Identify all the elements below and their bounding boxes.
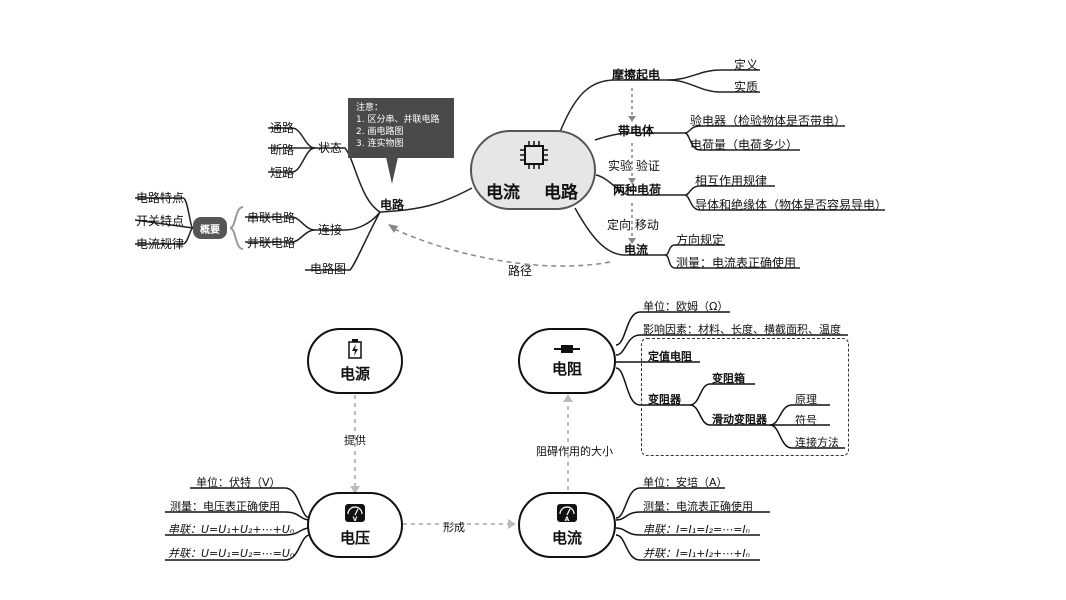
leaf-slide-item: 连接方法 xyxy=(795,436,839,449)
leaf-state-item: 短路 xyxy=(270,166,295,180)
overview-badge: 概要 xyxy=(193,217,227,239)
leaf-slide-rheostat: 滑动变阻器 xyxy=(712,413,767,426)
chip-icon xyxy=(520,141,548,169)
leaf-state-item: 通路 xyxy=(270,121,295,135)
leaf-resistance-item: 影响因素：材料、长度、横截面积、温度 xyxy=(643,323,841,336)
center-label-current: 电流 xyxy=(486,183,520,203)
edge-directed-move: 定向 移动 xyxy=(607,218,659,232)
leaf-slide-item: 原理 xyxy=(795,393,817,406)
edge-hinder: 阻碍作用的大小 xyxy=(536,445,613,458)
leaf-fixed-resistor: 定值电阻 xyxy=(648,350,692,363)
note-title: 注意： xyxy=(356,103,384,113)
leaf-connect-item: 并联电路 xyxy=(247,236,296,250)
resistor-types-box xyxy=(641,338,849,456)
node-power-source: 电源 xyxy=(307,328,403,394)
branch-current: 电流 xyxy=(624,243,649,257)
leaf-voltage-item: 测量：电压表正确使用 xyxy=(170,500,280,513)
leaf-connect-item: 串联电路 xyxy=(247,211,296,225)
node-label: 电源 xyxy=(339,364,370,383)
branch-two-charges: 两种电荷 xyxy=(613,183,662,197)
edge-provide: 提供 xyxy=(344,434,366,447)
svg-text:A: A xyxy=(565,516,570,523)
leaf-current-item: 测量：电流表正确使用 xyxy=(676,256,797,270)
branch-charged-body: 带电体 xyxy=(618,124,655,138)
edge-verify: 实验 验证 xyxy=(608,159,660,173)
leaf-overview-item: 开关特点 xyxy=(136,214,185,228)
resistor-icon xyxy=(554,344,580,353)
branch-connect: 连接 xyxy=(318,223,343,237)
battery-icon xyxy=(348,338,362,359)
node-resistance: 电阻 xyxy=(518,328,616,394)
ammeter-icon: A xyxy=(557,503,577,523)
leaf-voltage-item: 单位：伏特（V） xyxy=(196,476,281,489)
leaf-current-item: 测量：电流表正确使用 xyxy=(643,500,753,513)
leaf-overview-item: 电流规律 xyxy=(136,237,185,251)
leaf-friction-item: 定义 xyxy=(734,58,759,72)
leaf-state-item: 断路 xyxy=(270,143,295,157)
edge-form: 形成 xyxy=(443,521,465,534)
voltmeter-icon: V xyxy=(345,503,365,523)
center-node-current-circuit: 电流 电路 xyxy=(470,130,596,210)
leaf-friction-item: 实质 xyxy=(734,80,759,94)
leaf-current-item: 并联：I=I₁+I₂+⋯+Iₙ xyxy=(643,547,751,560)
node-current: A 电流 xyxy=(518,492,616,558)
branch-circuit-diagram: 电路图 xyxy=(310,262,347,276)
note-line: 3. 连实物图 xyxy=(356,139,404,149)
edge-path: 路径 xyxy=(508,264,533,278)
leaf-current-item: 串联：I=I₁=I₂=⋯=Iₙ xyxy=(643,523,751,536)
branch-circuit: 电路 xyxy=(380,198,405,212)
leaf-charged-item: 验电器（检验物体是否带电） xyxy=(690,114,847,128)
note-line: 1. 区分串、并联电路 xyxy=(356,115,440,125)
leaf-slide-item: 符号 xyxy=(795,414,817,427)
branch-state: 状态 xyxy=(318,141,343,155)
node-label: 电压 xyxy=(339,528,370,547)
leaf-voltage-item: 并联：U=U₁=U₂=⋯=Uₙ xyxy=(168,547,295,560)
leaf-overview-item: 电路特点 xyxy=(136,191,185,205)
branch-friction: 摩擦起电 xyxy=(612,68,661,82)
leaf-charged-item: 电荷量（电荷多少） xyxy=(690,138,799,152)
node-voltage: V 电压 xyxy=(307,492,403,558)
node-label: 电流 xyxy=(551,528,582,547)
leaf-current-item: 单位：安培（A） xyxy=(643,476,728,489)
center-label-circuit: 电路 xyxy=(544,183,578,203)
leaf-resistance-box: 变阻箱 xyxy=(712,372,745,385)
leaf-current-item: 方向规定 xyxy=(676,233,725,247)
leaf-resistance-item: 单位：欧姆（Ω） xyxy=(643,300,729,313)
leaf-variable-resistor: 变阻器 xyxy=(648,393,681,406)
leaf-two-charges-item: 导体和绝缘体（物体是否容易导电） xyxy=(695,198,888,212)
leaf-two-charges-item: 相互作用规律 xyxy=(695,174,768,188)
svg-text:V: V xyxy=(353,516,358,523)
note-callout: 注意： 1. 区分串、并联电路 2. 画电路图 3. 连实物图 xyxy=(348,98,454,158)
leaf-voltage-item: 串联：U=U₁+U₂+⋯+Uₙ xyxy=(168,523,295,536)
node-label: 电阻 xyxy=(551,359,582,378)
note-line: 2. 画电路图 xyxy=(356,127,404,137)
